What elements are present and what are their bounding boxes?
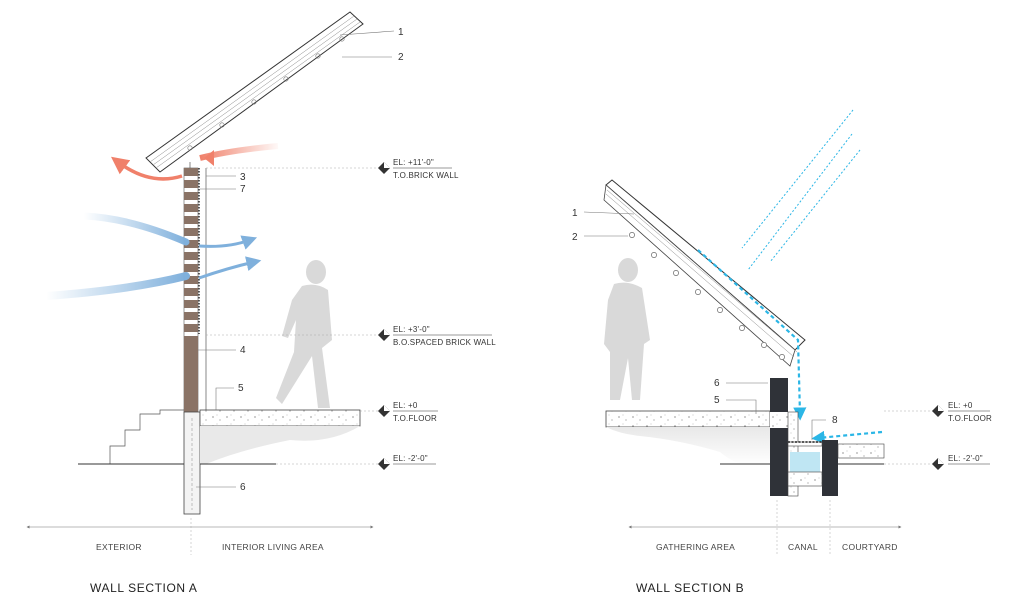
brick-wall-a (183, 167, 207, 515)
dark-wall-column (770, 378, 788, 496)
elev-a-1-desc: T.O.BRICK WALL (393, 171, 459, 180)
callout-b-8: 8 (832, 415, 838, 426)
elevation-lines-a (206, 167, 380, 465)
callout-b-6: 6 (714, 378, 720, 389)
callout-b-1: 1 (572, 208, 578, 219)
zone-gathering-area: GATHERING AREA (656, 542, 735, 552)
callout-a-7: 7 (240, 184, 246, 195)
elevation-labels-a: EL: +11'-0" T.O.BRICK WALL EL: +3'-0" B.… (393, 158, 496, 465)
cool-air-inlet-upper (80, 212, 190, 246)
floor-slab-a (199, 409, 361, 464)
hot-air-exhaust-arrow (110, 156, 183, 181)
section-a: EL: +11'-0" T.O.BRICK WALL EL: +3'-0" B.… (26, 11, 496, 595)
callout-a-5: 5 (238, 383, 244, 394)
elev-b-2-value: EL: -2'-0" (948, 454, 983, 463)
canal-water (790, 452, 820, 472)
callout-b-2: 2 (572, 232, 578, 243)
elev-a-2-desc: B.O.SPACED BRICK WALL (393, 338, 496, 347)
elev-a-1-value: EL: +11'-0" (393, 158, 434, 167)
canal-structure (720, 378, 885, 497)
person-silhouette-b (604, 258, 650, 400)
elevation-labels-b: EL: +0 T.O.FLOOR EL: -2'-0" (948, 401, 992, 465)
elevation-markers-a (378, 162, 390, 470)
callout-a-2: 2 (398, 52, 404, 63)
elevation-lines-b (884, 410, 934, 465)
zone-courtyard: COURTYARD (842, 542, 898, 552)
zone-canal: CANAL (788, 542, 818, 552)
cool-air-inlet-lower (42, 272, 190, 300)
sun-rays (741, 109, 861, 271)
person-silhouette-a (276, 260, 332, 408)
elevation-markers-b (932, 405, 944, 470)
floor-slab-b (605, 410, 771, 466)
ground-a (78, 409, 276, 465)
section-b-title: WALL SECTION B (636, 581, 744, 595)
zone-interior-living: INTERIOR LIVING AREA (222, 542, 324, 552)
callout-a-1: 1 (398, 27, 404, 38)
section-a-title: WALL SECTION A (90, 581, 198, 595)
elev-b-1-desc: T.O.FLOOR (948, 414, 992, 423)
air-flow-a (42, 143, 279, 300)
zone-exterior: EXTERIOR (96, 542, 142, 552)
elev-a-4-value: EL: -2'-0" (393, 454, 428, 463)
elev-a-3-desc: T.O.FLOOR (393, 414, 437, 423)
rainwater-flow (697, 249, 883, 444)
roof-a (145, 11, 364, 173)
roof-b (603, 179, 806, 367)
elev-a-2-value: EL: +3'-0" (393, 325, 430, 334)
callout-a-6: 6 (240, 482, 246, 493)
callouts-a: 1 2 3 7 4 5 6 (196, 27, 404, 493)
zone-dimension-a: EXTERIOR INTERIOR LIVING AREA (26, 518, 374, 555)
zone-dimension-b: GATHERING AREA CANAL COURTYARD (628, 500, 902, 555)
elev-b-1-value: EL: +0 (948, 401, 973, 410)
callout-b-5: 5 (714, 395, 720, 406)
elev-a-3-value: EL: +0 (393, 401, 418, 410)
callouts-b: 1 2 6 5 8 (572, 208, 838, 440)
callout-a-3: 3 (240, 172, 246, 183)
section-b: EL: +0 T.O.FLOOR EL: -2'-0" 1 2 6 5 8 GA… (572, 109, 992, 595)
callout-a-4: 4 (240, 345, 246, 356)
